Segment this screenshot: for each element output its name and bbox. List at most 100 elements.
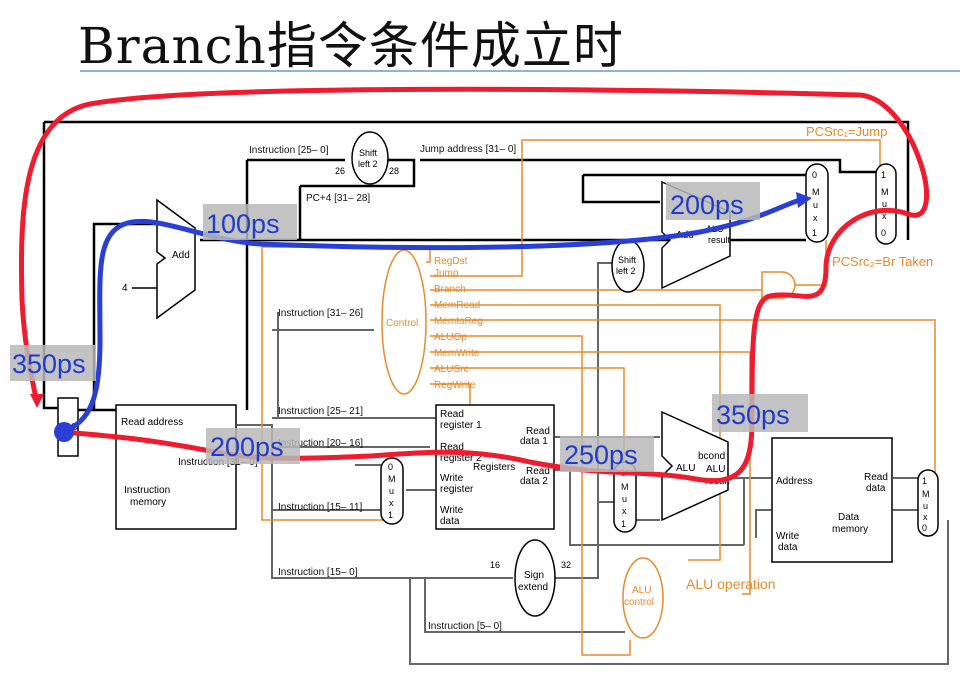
svg-text:Read: Read — [526, 466, 550, 477]
svg-text:data: data — [866, 483, 886, 494]
svg-text:Write: Write — [440, 473, 464, 484]
alusrc-mux: 0 M u x 1 — [613, 461, 637, 533]
instruction-memory: Read address Instruction [31– 0] Instruc… — [115, 404, 258, 530]
svg-text:left 2: left 2 — [358, 159, 378, 169]
svg-text:Write: Write — [776, 531, 800, 542]
svg-text:4: 4 — [122, 283, 128, 294]
register-file: Read register 1 Read register 2 Write re… — [435, 404, 555, 530]
timing-label-350ps-left: 350ps — [10, 345, 96, 381]
title-divider — [80, 70, 960, 72]
svg-text:data 2: data 2 — [520, 476, 548, 487]
svg-text:u: u — [813, 200, 818, 210]
svg-text:register 1: register 1 — [440, 420, 482, 431]
timing-label-250ps: 250ps — [560, 436, 654, 472]
red-critical-path — [18, 86, 930, 484]
svg-text:Write: Write — [440, 505, 464, 516]
svg-text:Instruction [5– 0]: Instruction [5– 0] — [428, 621, 502, 632]
svg-text:Control: Control — [386, 318, 418, 329]
timing-label-200ps-instr: 200ps — [206, 428, 300, 464]
svg-text:M: M — [881, 187, 889, 197]
svg-text:Jump address [31– 0]: Jump address [31– 0] — [420, 144, 516, 155]
svg-text:Instruction [25– 0]: Instruction [25– 0] — [249, 145, 329, 156]
svg-text:Read: Read — [440, 409, 464, 420]
sign-extend-unit: Sign extend 16 32 — [490, 539, 571, 617]
svg-text:26: 26 — [335, 166, 345, 176]
svg-text:u: u — [923, 501, 928, 511]
svg-text:PCSrc₁=Jump: PCSrc₁=Jump — [806, 124, 887, 139]
svg-text:Read: Read — [526, 426, 550, 437]
svg-text:M: M — [922, 489, 930, 499]
svg-text:Data: Data — [838, 512, 860, 523]
svg-text:Instruction: Instruction — [124, 485, 170, 496]
svg-text:Instruction [31– 26]: Instruction [31– 26] — [278, 308, 363, 319]
svg-text:x: x — [622, 506, 627, 516]
svg-text:MemtoReg: MemtoReg — [434, 316, 483, 327]
svg-text:Read: Read — [440, 442, 464, 453]
svg-text:memory: memory — [130, 497, 166, 508]
svg-text:100ps: 100ps — [206, 209, 280, 239]
svg-text:250ps: 250ps — [564, 440, 638, 470]
svg-text:data 1: data 1 — [520, 436, 548, 447]
svg-text:MemRead: MemRead — [434, 300, 480, 311]
svg-text:16: 16 — [490, 560, 500, 570]
alu-control-unit: ALU control ALU operation — [622, 557, 776, 639]
svg-text:Instruction [20– 16]: Instruction [20– 16] — [278, 438, 363, 449]
svg-text:RegDst: RegDst — [434, 256, 468, 267]
svg-text:200ps: 200ps — [210, 432, 284, 462]
svg-text:PC+4 [31– 28]: PC+4 [31– 28] — [306, 193, 370, 204]
svg-text:u: u — [622, 494, 627, 504]
svg-text:1: 1 — [922, 476, 927, 486]
svg-text:u: u — [389, 486, 394, 496]
wire-labels: Instruction [25– 0] Jump address [31– 0]… — [249, 144, 516, 632]
branch-mux: 0 M u x 1 — [805, 163, 829, 243]
svg-text:200ps: 200ps — [670, 190, 744, 220]
svg-text:Address: Address — [776, 476, 813, 487]
svg-text:Branch: Branch — [434, 284, 466, 295]
svg-text:extend: extend — [518, 582, 548, 593]
svg-text:0: 0 — [812, 170, 817, 180]
svg-text:bcond: bcond — [698, 451, 725, 462]
svg-text:ALU operation: ALU operation — [686, 576, 776, 592]
control-signal-labels: RegDst Jump Branch MemRead MemtoReg ALUO… — [434, 256, 483, 391]
svg-text:x: x — [389, 498, 394, 508]
shift-left-2-jump: Shift left 2 26 28 — [335, 131, 399, 185]
svg-text:1: 1 — [812, 228, 817, 238]
memtoreg-mux: 1 M u x 0 — [917, 469, 939, 537]
svg-text:ALU: ALU — [706, 464, 725, 475]
regdst-mux: 0 M u x 1 — [380, 457, 404, 525]
svg-text:Read address: Read address — [121, 417, 183, 428]
svg-text:Sign: Sign — [524, 570, 544, 581]
pc-adder: Add 4 — [122, 198, 196, 320]
svg-text:ALU: ALU — [632, 585, 651, 596]
svg-text:28: 28 — [389, 166, 399, 176]
blue-critical-path — [54, 192, 812, 442]
timing-label-350ps-right: 350ps — [712, 394, 808, 432]
svg-text:memory: memory — [832, 524, 868, 535]
svg-text:result: result — [708, 235, 731, 245]
svg-text:MemWrite: MemWrite — [434, 348, 480, 359]
control-unit: Control — [381, 249, 427, 395]
svg-text:data: data — [440, 516, 460, 527]
page-title: Branch指令条件成立时 — [78, 17, 624, 75]
svg-text:ALU: ALU — [676, 463, 695, 474]
svg-text:Instruction [15– 0]: Instruction [15– 0] — [278, 567, 358, 578]
svg-text:0: 0 — [388, 462, 393, 472]
svg-text:Instruction [15– 11]: Instruction [15– 11] — [278, 502, 363, 513]
svg-text:Add: Add — [172, 250, 190, 261]
svg-text:Registers: Registers — [473, 462, 515, 473]
svg-text:M: M — [812, 187, 820, 197]
svg-text:Jump: Jump — [434, 268, 459, 279]
svg-text:350ps: 350ps — [716, 400, 790, 430]
branch-and-gate — [761, 271, 796, 299]
svg-text:M: M — [388, 474, 396, 484]
svg-text:x: x — [813, 213, 818, 223]
svg-text:1: 1 — [621, 519, 626, 529]
svg-text:1: 1 — [881, 170, 886, 180]
svg-text:x: x — [923, 512, 928, 522]
svg-text:u: u — [882, 199, 887, 209]
pcsrc-labels: PCSrc₁=Jump PCSrc₂=Br Taken — [806, 124, 933, 269]
svg-text:register 2: register 2 — [440, 453, 482, 464]
svg-text:control: control — [624, 597, 654, 608]
svg-text:Read: Read — [864, 472, 888, 483]
